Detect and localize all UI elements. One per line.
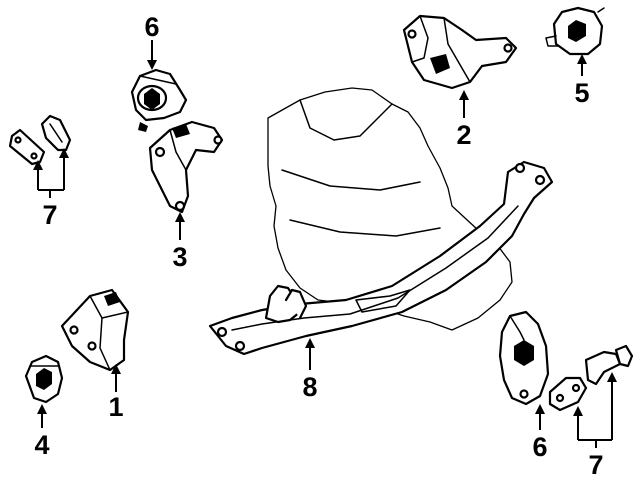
part-7-lower-brackets [548,344,634,412]
part-3-bracket [148,120,224,214]
callout-7-upper: 7 [42,200,57,230]
part-5-mount [545,6,605,56]
callout-7-lower: 7 [588,450,603,480]
part-1-bracket [60,288,130,372]
callout-5: 5 [574,78,589,108]
callout-6-upper: 6 [144,12,159,42]
part-7-upper-brackets [8,114,72,166]
part-4-rubber-mount [24,354,64,404]
part-6-lower-mount [498,310,550,406]
part-6-upper-mount [130,68,188,132]
callout-2: 2 [456,120,471,150]
callout-4: 4 [34,430,49,460]
part-2-bracket [402,14,518,90]
callout-labels: 6 3 2 5 7 1 4 8 6 7 [34,12,603,480]
crossmember [208,160,554,356]
callout-1: 1 [108,392,123,422]
leader-lines [33,40,617,448]
callout-6-lower: 6 [532,432,547,462]
callout-3: 3 [172,242,187,272]
callout-8: 8 [302,372,317,402]
